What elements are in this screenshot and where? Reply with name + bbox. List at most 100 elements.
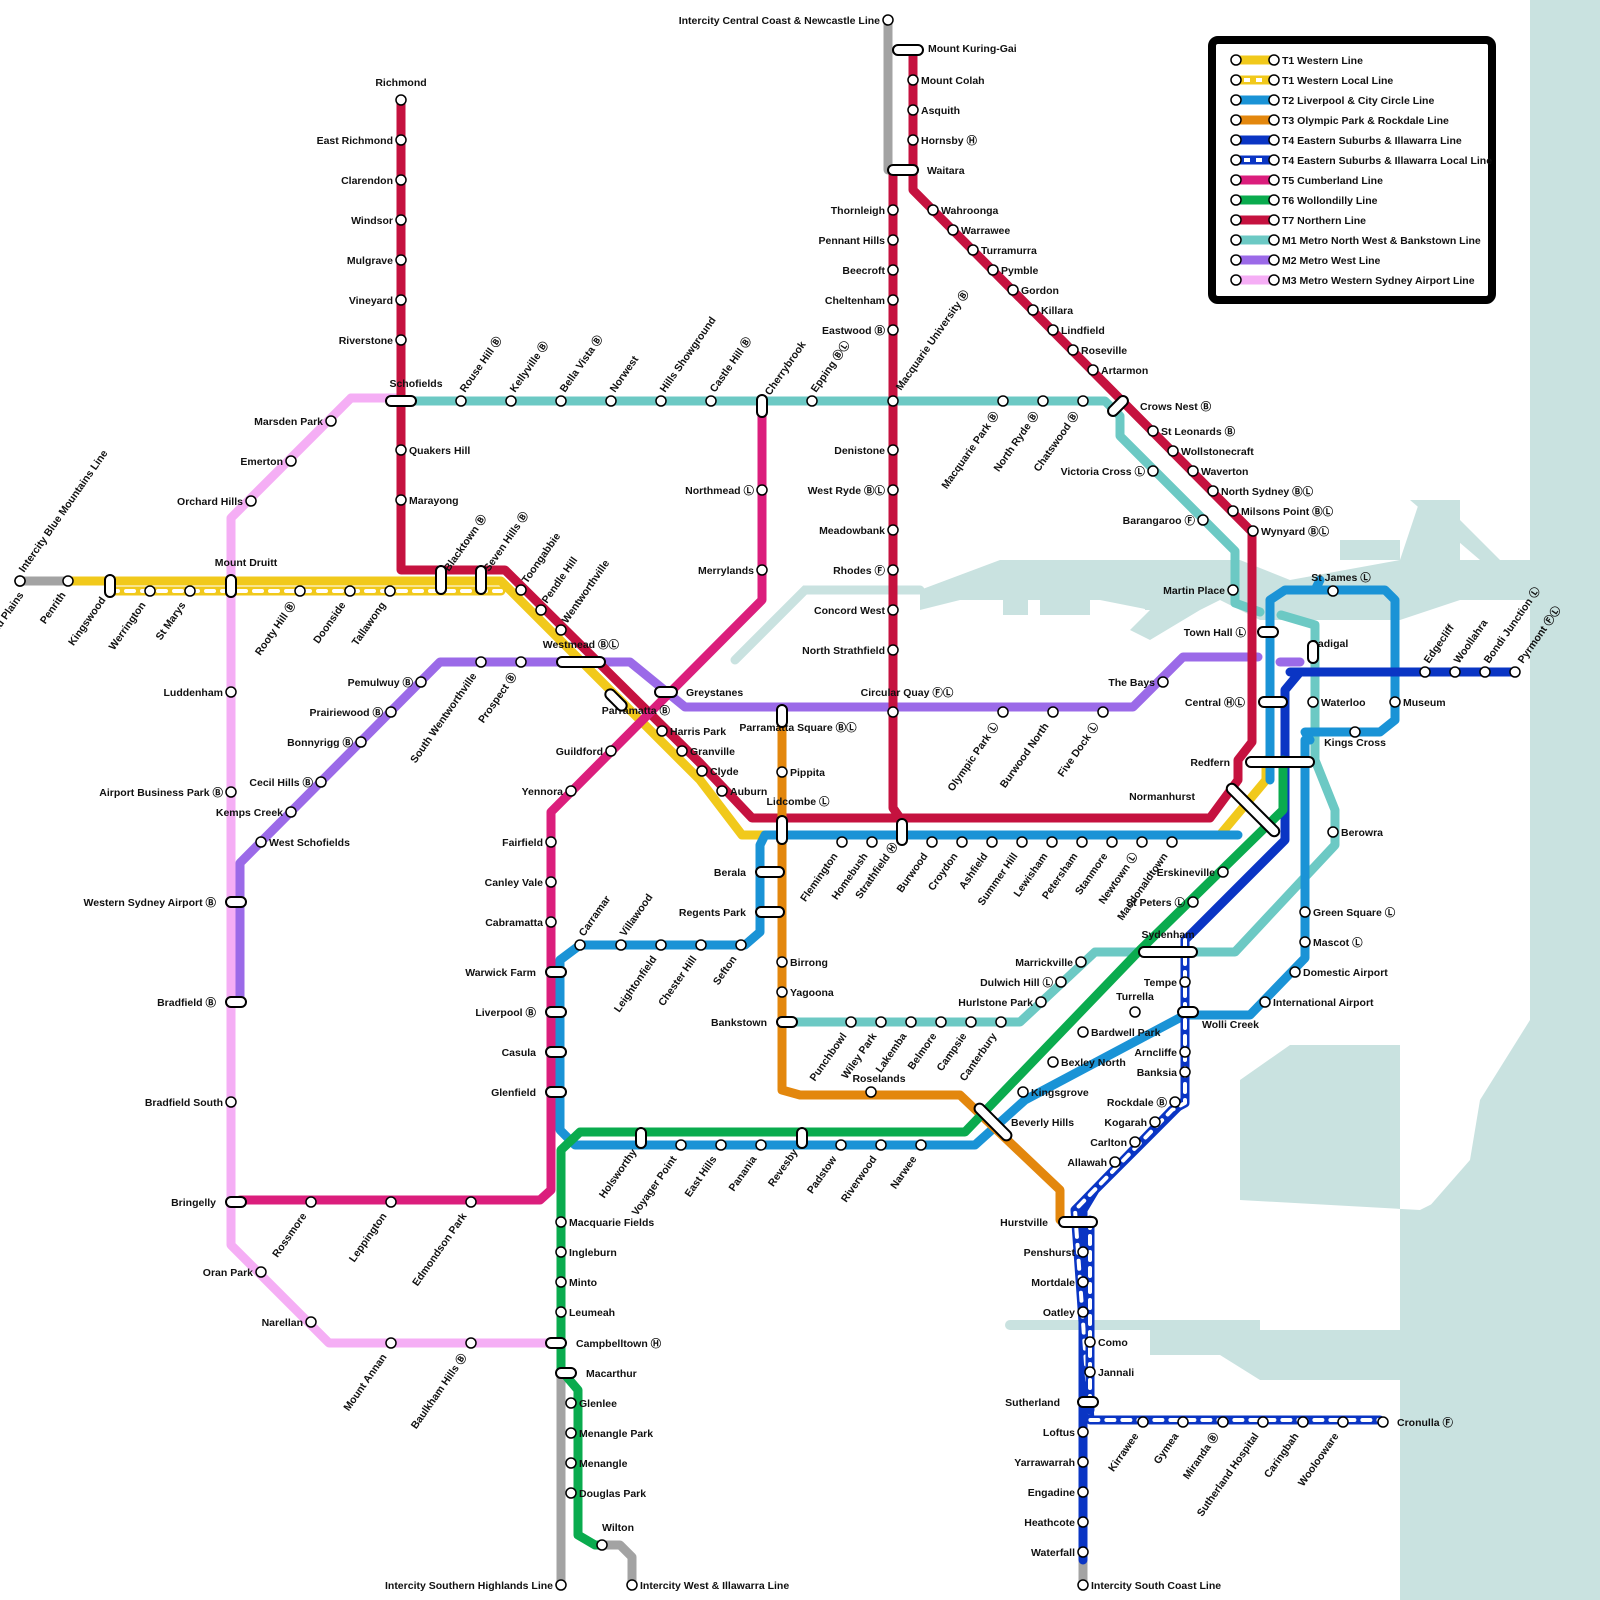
station: Roseville	[1067, 344, 1127, 357]
station-label: Killara	[1041, 305, 1073, 317]
interchange-marker	[435, 565, 447, 595]
station-stop-icon	[565, 1397, 577, 1409]
station: Mount Colah	[907, 74, 985, 87]
station-stop-icon	[395, 214, 407, 226]
station-stop-icon	[515, 656, 527, 668]
station-stop-icon	[835, 1139, 847, 1151]
station-stop-icon	[1327, 826, 1339, 838]
interchange-marker	[776, 704, 788, 728]
station-stop-icon	[455, 395, 467, 407]
station-stop-icon	[1179, 1046, 1191, 1058]
station-label: Parramatta Ⓑ	[602, 704, 671, 717]
station-label: Leumeah	[569, 1307, 615, 1319]
station-label: North Sydney ⒷⓁ	[1221, 485, 1314, 498]
station-label: Denistone	[834, 445, 885, 457]
station: Chatswood Ⓑ	[1031, 395, 1089, 474]
station: Oran Park	[203, 1266, 267, 1279]
station-stop-icon	[1077, 1276, 1089, 1288]
station: Clarendon	[341, 174, 407, 187]
station: Cherrybrook	[763, 339, 809, 398]
station-stop-icon	[344, 585, 356, 597]
station-label: Mount Annan	[341, 1352, 389, 1414]
station: Prairiewood Ⓑ	[309, 706, 397, 719]
station-label: Roseville	[1081, 345, 1127, 357]
station: Allawah	[1067, 1156, 1121, 1169]
interchange-marker	[545, 1086, 567, 1098]
station: Heathcote	[1024, 1516, 1089, 1529]
station: Mount Druitt	[215, 557, 278, 569]
interchange-marker	[225, 896, 247, 908]
line-M1-north	[396, 396, 1265, 617]
station-label: Narellan	[262, 1317, 303, 1329]
station-label: The Bays	[1108, 677, 1155, 689]
station-stop-icon	[1129, 1006, 1141, 1018]
station-label: Cabramatta	[485, 917, 543, 929]
station-stop-icon	[555, 1216, 567, 1228]
station-label: St Leonards Ⓑ	[1161, 425, 1236, 438]
station-label: Bringelly	[171, 1197, 216, 1209]
station: Macquarie Fields	[555, 1216, 654, 1229]
station-label: Canley Vale	[485, 877, 544, 889]
station: Denistone	[834, 444, 899, 457]
station: Casula	[502, 1047, 537, 1059]
station-stop-icon	[1075, 956, 1087, 968]
station-label: Turrella	[1116, 991, 1154, 1003]
station-stop-icon	[255, 836, 267, 848]
legend-terminal-icon	[1230, 74, 1242, 86]
station: Canterbury	[957, 1016, 1007, 1084]
station: Waterloo	[1307, 696, 1366, 709]
station-stop-icon	[225, 1096, 237, 1108]
station-stop-icon	[1257, 1416, 1269, 1428]
legend-label: T1 Western Local Line	[1282, 75, 1393, 87]
legend-terminal-icon	[1268, 214, 1280, 226]
station-label: St Marys	[154, 600, 189, 643]
station-label: Bradfield Ⓑ	[157, 996, 216, 1009]
station-stop-icon	[1147, 425, 1159, 437]
station-stop-icon	[947, 224, 959, 236]
station-stop-icon	[395, 174, 407, 186]
station-stop-icon	[515, 584, 527, 596]
station-label: International Airport	[1273, 997, 1374, 1009]
station-stop-icon	[887, 395, 899, 407]
interchange-marker	[1058, 1216, 1098, 1228]
station-label: Penshurst	[1024, 1247, 1076, 1259]
station-stop-icon	[1449, 666, 1461, 678]
station-stop-icon	[1177, 1416, 1189, 1428]
station-stop-icon	[875, 1016, 887, 1028]
station-stop-icon	[1197, 514, 1209, 526]
interchange-pill-icon	[545, 1086, 567, 1098]
station-label: Windsor	[351, 215, 393, 227]
station-label: Wynyard ⒷⓁ	[1261, 525, 1330, 538]
station-label: Wolli Creek	[1202, 1019, 1259, 1031]
station-label: Yarrawarrah	[1014, 1457, 1075, 1469]
station-stop-icon	[1179, 976, 1191, 988]
station-stop-icon	[987, 264, 999, 276]
station: Mulgrave	[347, 254, 407, 267]
station-label: Mount Kuring-Gai	[928, 43, 1017, 55]
station: West Schofields	[255, 836, 350, 849]
legend-item: T2 Liverpool & City Circle Line	[1230, 94, 1434, 107]
station-label: Richmond	[375, 77, 426, 89]
station: Rossmore	[270, 1196, 317, 1260]
interchange-marker	[887, 164, 919, 176]
station-stop-icon	[565, 1427, 577, 1439]
station-stop-icon	[756, 484, 768, 496]
station: Wahroonga	[927, 204, 999, 217]
station-label: Arncliffe	[1134, 1047, 1177, 1059]
intercity-west-illawarra-track	[597, 1540, 637, 1590]
station-label: Lindfield	[1061, 325, 1105, 337]
station-label: Penrith	[38, 590, 69, 627]
station-label: Tallawong	[350, 600, 389, 648]
interchange-pill-icon	[1058, 1216, 1098, 1228]
line-T2-circle	[1265, 585, 1400, 785]
station-label: Waterloo	[1321, 697, 1366, 709]
station-label: Gymea	[1152, 1431, 1182, 1467]
station: Cronulla Ⓕ	[1377, 1416, 1454, 1429]
station: Engadine	[1028, 1486, 1089, 1499]
line-M3	[226, 393, 560, 1348]
station-label: East Hills	[683, 1154, 720, 1200]
interchange-marker	[385, 395, 417, 407]
station-stop-icon	[905, 1016, 917, 1028]
station-label: Dulwich Hill Ⓛ	[980, 976, 1053, 989]
station-stop-icon	[62, 575, 74, 587]
